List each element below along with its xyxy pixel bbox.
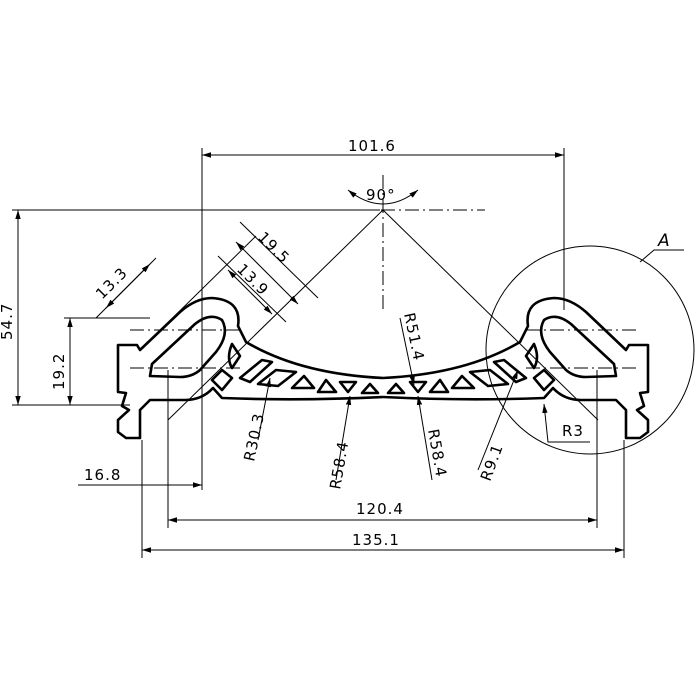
dim-top-width: 101.6 bbox=[348, 137, 396, 155]
dim-angle: 90° bbox=[366, 186, 396, 204]
dim-overall-width: 135.1 bbox=[352, 531, 400, 549]
detail-circle-a bbox=[485, 245, 695, 455]
dim-slot-depth: 13.3 bbox=[92, 264, 131, 303]
detail-label-a: A bbox=[657, 231, 671, 251]
profile-section bbox=[116, 296, 650, 440]
dim-radius-bottom-left: R58.4 bbox=[326, 439, 352, 490]
dim-foot-offset: 16.8 bbox=[84, 466, 121, 484]
dim-radius-fillet: R9.1 bbox=[477, 441, 507, 483]
center-lines bbox=[130, 175, 636, 421]
dimension-labels: 101.6 90° 19.5 13.9 13.3 54.7 19.2 R51.4… bbox=[0, 137, 671, 549]
profile-half bbox=[116, 296, 384, 440]
dim-foot-height: 19.2 bbox=[50, 353, 68, 390]
dim-radius-small: R3 bbox=[562, 422, 584, 440]
dim-slot-outer: 19.5 bbox=[254, 228, 293, 267]
dim-radius-inner: R30.3 bbox=[240, 411, 268, 463]
dim-total-height: 54.7 bbox=[0, 303, 16, 340]
dim-slot-inner: 13.9 bbox=[233, 260, 272, 299]
dim-inner-width: 120.4 bbox=[356, 500, 404, 518]
extension-lines bbox=[12, 148, 625, 558]
dimension-lines bbox=[15, 152, 695, 553]
